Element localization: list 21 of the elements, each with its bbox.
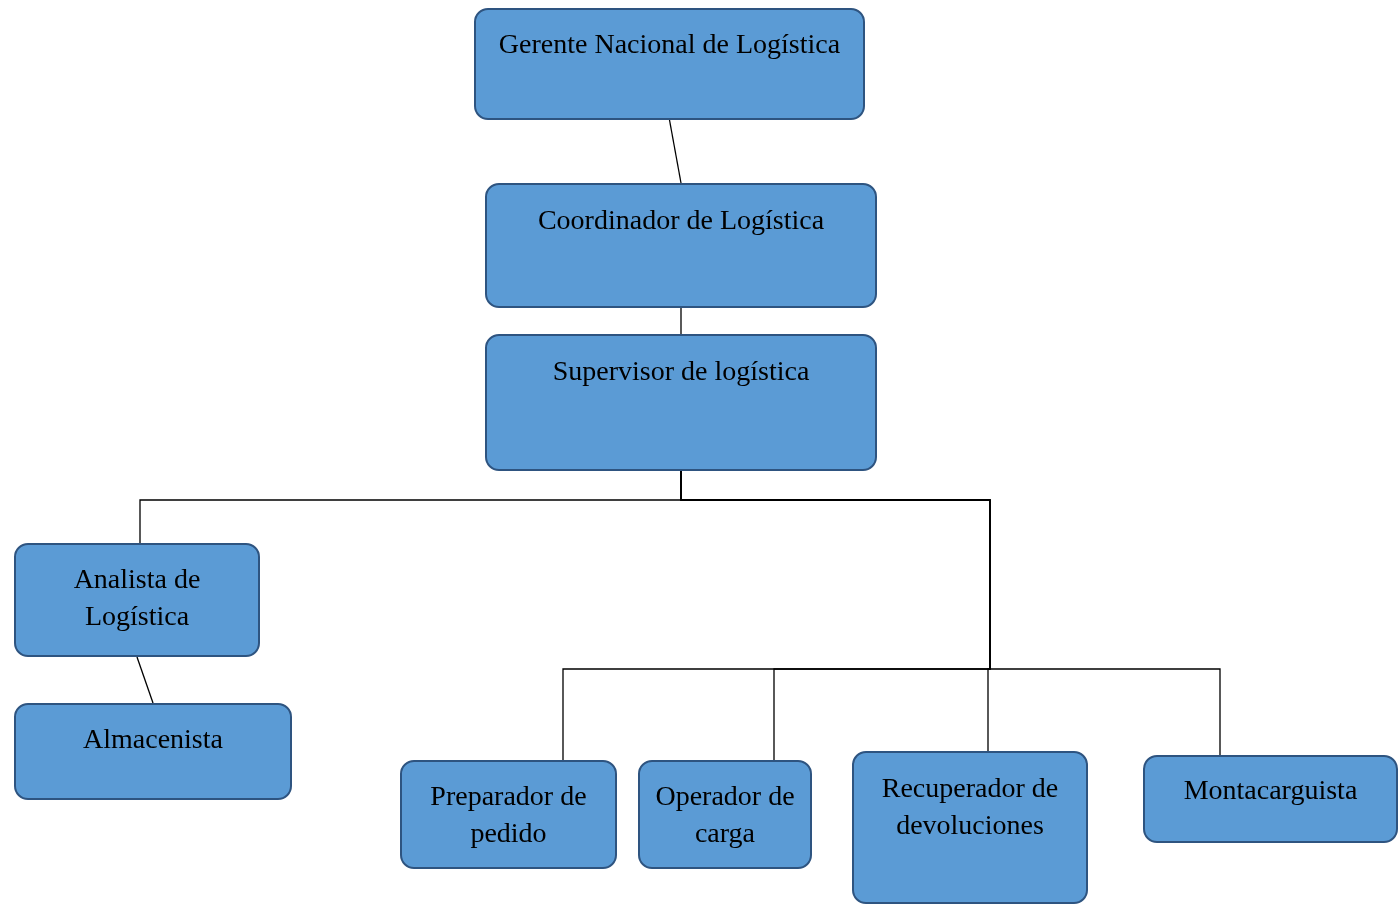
role-box (638, 760, 812, 869)
role-title: Recuperador de devoluciones (880, 771, 1060, 842)
role-title: Analista de Logística (72, 562, 202, 633)
role-box (14, 703, 292, 800)
role-title: Preparador de pedido (429, 779, 588, 850)
role-box (485, 183, 877, 308)
role-box (852, 751, 1088, 904)
role-title: Operador de carga (654, 779, 796, 850)
connector-line (136, 656, 154, 704)
role-title: Supervisor de logística (551, 354, 811, 388)
role-box (14, 543, 260, 657)
role-title: Coordinador de Logística (536, 203, 826, 237)
role-title: Gerente Nacional de Logística (497, 27, 842, 61)
connector-line (680, 307, 682, 335)
role-box (485, 334, 877, 471)
role-title: Almacenista (82, 722, 224, 756)
role-box (400, 760, 617, 869)
role-box (1143, 755, 1398, 843)
role-title: Montacarguista (1182, 773, 1359, 807)
role-box (474, 8, 865, 120)
connector-line (668, 119, 682, 184)
